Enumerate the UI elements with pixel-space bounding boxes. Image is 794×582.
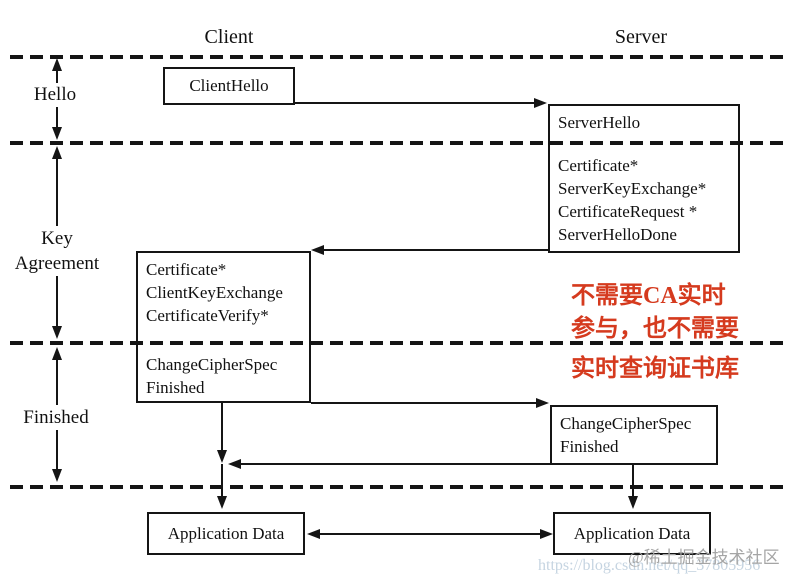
- right-arrow-icon: [536, 398, 549, 408]
- client-certificate-label: Certificate*: [146, 260, 227, 279]
- serverkeyexchange-label: ServerKeyExchange*: [558, 179, 707, 198]
- server-lane-header: Server: [614, 26, 668, 48]
- client-changecipherspec-label: ChangeCipherSpec: [146, 355, 278, 374]
- down-arrow-icon: [628, 496, 638, 509]
- phase-divider-key-finished: [10, 341, 786, 345]
- finished-rail-up-arrow-icon: [52, 347, 62, 360]
- hello-rail-up-arrow-icon: [52, 58, 62, 71]
- server-changecipherspec-label: ChangeCipherSpec: [560, 414, 692, 433]
- down-arrow-icon: [217, 496, 227, 509]
- right-arrow-icon: [534, 98, 547, 108]
- left-arrow-icon: [311, 245, 324, 255]
- phase-divider-hello-key: [10, 141, 786, 145]
- finished-phase-label: Finished: [17, 405, 95, 430]
- key-rail-down-arrow-icon: [52, 326, 62, 339]
- server-finished-box: ChangeCipherSpec Finished: [550, 405, 718, 465]
- ca-annotation-line3: 实时查询证书库: [571, 356, 739, 382]
- right-arrow-icon: [540, 529, 553, 539]
- server-appdata-label: Application Data: [573, 523, 691, 543]
- phase-divider-bottom: [10, 485, 786, 489]
- key-agreement-phase-label: Key Agreement: [10, 226, 104, 276]
- ca-annotation-line2: 参与，也不需要: [571, 316, 739, 342]
- client-appdata-box: Application Data: [147, 512, 305, 555]
- clienthello-label: ClientHello: [189, 76, 269, 95]
- client-finished-label: Finished: [146, 378, 205, 397]
- community-watermark: @稀土掘金技术社区: [628, 548, 780, 567]
- url-watermark: https://blog.csdn.net/qq_37805956: [538, 557, 761, 574]
- ca-annotation-line1: 不需要CA实时: [571, 283, 726, 309]
- server-certificate-label: Certificate*: [558, 156, 639, 175]
- server-flight-box: ServerHello Certificate* ServerKeyExchan…: [548, 104, 740, 253]
- clienthello-box: ClientHello: [163, 67, 295, 105]
- key-rail-up-arrow-icon: [52, 146, 62, 159]
- down-arrow-icon: [217, 450, 227, 463]
- client-flight-box: Certificate* ClientKeyExchange Certifica…: [136, 251, 311, 403]
- left-arrow-icon: [228, 459, 241, 469]
- finished-rail-down-arrow-icon: [52, 469, 62, 482]
- certificaterequest-label: CertificateRequest *: [558, 202, 698, 221]
- clientkeyexchange-label: ClientKeyExchange: [146, 283, 283, 302]
- client-appdata-label: Application Data: [167, 523, 285, 543]
- serverhello-label: ServerHello: [558, 113, 641, 132]
- serverhellodone-label: ServerHelloDone: [558, 225, 677, 244]
- phase-divider-top: [10, 55, 786, 59]
- server-appdata-box: Application Data: [553, 512, 711, 555]
- hello-phase-label: Hello: [28, 83, 82, 107]
- certificateverify-label: CertificateVerify*: [146, 306, 269, 325]
- left-arrow-icon: [307, 529, 320, 539]
- hello-rail-down-arrow-icon: [52, 127, 62, 140]
- client-lane-header: Client: [204, 26, 254, 48]
- server-finished-label: Finished: [560, 437, 619, 456]
